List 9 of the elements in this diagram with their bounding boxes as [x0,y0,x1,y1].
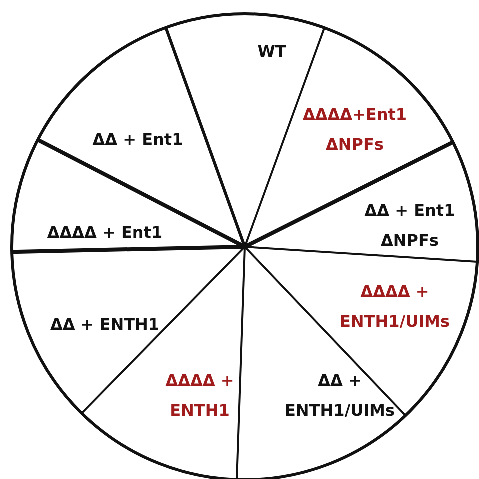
sector-label: ΔΔΔΔ+Ent1 ΔNPFs [295,100,415,160]
sector-label: ΔΔΔΔ + ENTH1/UIMs [330,277,460,337]
sector-label: ΔΔ + ENTH1 [35,310,175,340]
sector-label: WT [242,37,302,67]
sector-label: ΔΔ + Ent1 ΔNPFs [355,196,465,256]
sector-label: ΔΔΔΔ + Ent1 [35,218,175,248]
sector-label: ΔΔ + Ent1 [68,125,208,155]
sector-label: ΔΔ + ENTH1/UIMs [272,366,408,426]
sector-label: ΔΔΔΔ + ENTH1 [155,366,245,426]
